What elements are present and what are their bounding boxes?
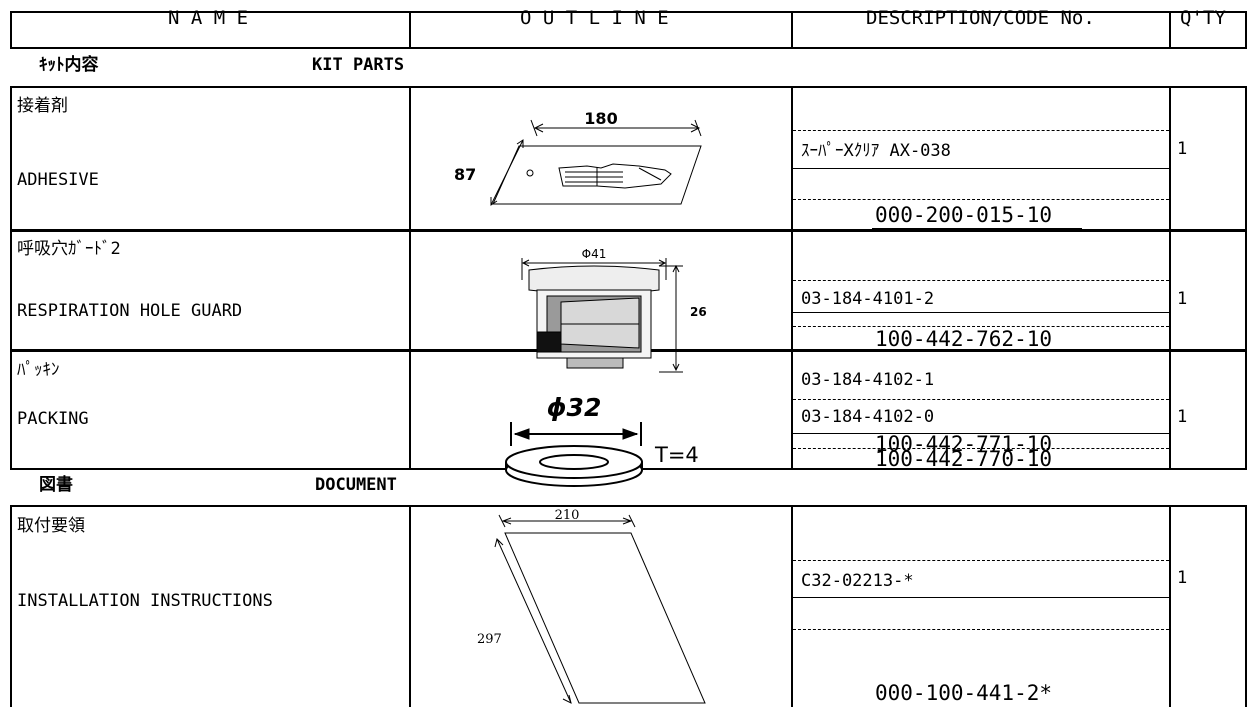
header-divider-1	[409, 11, 411, 49]
header-description: DESCRIPTION/CODE No.	[866, 7, 1095, 29]
header-left-border	[10, 11, 12, 49]
doc-block-divider-2	[791, 505, 793, 707]
row1-dash-2	[793, 199, 1169, 200]
kit-block-right-border	[1245, 86, 1247, 470]
row2-name-en: RESPIRATION HOLE GUARD	[17, 301, 243, 321]
header-divider-2	[791, 11, 793, 49]
kit-block-divider-1	[409, 86, 411, 470]
row3-code-3: 100-442-771-10	[875, 432, 1053, 456]
row2-code-1: 03-184-4101-2	[801, 289, 935, 309]
header-qty: Q'TY	[1180, 7, 1226, 29]
row3-solid-sep	[793, 433, 1169, 434]
doc-block-divider-1	[409, 505, 411, 707]
doc-block-divider-3	[1169, 505, 1171, 707]
row3-qty: 1	[1177, 407, 1188, 427]
row1-solid-sep	[793, 168, 1169, 169]
kit-block-top-border	[10, 86, 1246, 88]
kit-block-left-border	[10, 86, 12, 470]
row1-name-en: ADHESIVE	[17, 170, 99, 190]
row2-dash-2	[793, 326, 1169, 327]
section-document-jp: 図書	[39, 475, 73, 495]
respiration-guard-outline-drawing: Φ41 26	[521, 247, 707, 373]
row1-code-1: ｽｰﾊﾟｰXｸﾘｱ AX-038	[801, 141, 951, 161]
header-bottom-border	[10, 47, 1246, 49]
row1-code-2: 000-200-015-10	[875, 203, 1053, 227]
adhesive-outline-drawing: 180 87	[454, 109, 702, 206]
doc-block-right-border	[1245, 505, 1247, 707]
doc-block-left-border	[10, 505, 12, 707]
row1-dash-1	[793, 130, 1169, 131]
row1-name-jp: 接着剤	[17, 96, 68, 116]
section-kit-parts-en: KIT PARTS	[312, 55, 405, 75]
kit-block-divider-2	[791, 86, 793, 470]
respiration-guard-height-label: 26	[690, 305, 707, 319]
row4-solid-sep	[793, 597, 1169, 598]
row2-qty: 1	[1177, 289, 1188, 309]
header-name: N A M E	[168, 7, 249, 29]
row3-code-4: 100-442-770-10	[875, 447, 1053, 471]
row2-code-2: 100-442-762-10	[875, 327, 1053, 351]
kit-block-divider-3	[1169, 86, 1171, 470]
row3-name-en: PACKING	[17, 409, 89, 429]
section-kit-parts-jp: ｷｯﾄ内容	[39, 55, 99, 75]
instructions-outline-drawing: 210 297	[477, 508, 706, 704]
row3-dash-2	[793, 448, 1169, 449]
respiration-guard-diameter-label: Φ41	[582, 247, 607, 261]
adhesive-width-label: 180	[584, 109, 617, 128]
instructions-width-label: 210	[555, 508, 580, 523]
instructions-height-label: 297	[477, 632, 502, 647]
row2-name-jp: 呼吸穴ｶﾞｰﾄﾞ2	[17, 239, 121, 259]
row4-code-2: 000-100-441-2*	[875, 681, 1053, 705]
row1-code-2-underline	[872, 228, 1082, 229]
row4-code-1: C32-02213-*	[801, 571, 914, 591]
row2-dash-1	[793, 280, 1169, 281]
header-right-border	[1245, 11, 1247, 49]
row4-name-en: INSTALLATION INSTRUCTIONS	[17, 591, 273, 611]
adhesive-height-label: 87	[454, 165, 476, 184]
section-document-en: DOCUMENT	[315, 475, 397, 495]
doc-block-top-border	[10, 505, 1246, 507]
row3-code-2: 03-184-4102-0	[801, 407, 935, 427]
row3-dash-1	[793, 399, 1169, 400]
row1-bottom-border	[10, 229, 1246, 232]
packing-outline-drawing: ϕ32 T=4	[505, 393, 699, 487]
row3-code-1: 03-184-4102-1	[801, 370, 935, 390]
header-divider-3	[1169, 11, 1171, 49]
row3-name-jp: ﾊﾟｯｷﾝ	[17, 360, 60, 380]
row4-dash-1	[793, 560, 1169, 561]
header-outline: O U T L I N E	[520, 7, 669, 29]
row2-solid-sep	[793, 312, 1169, 313]
row4-name-jp: 取付要領	[17, 516, 85, 536]
row1-qty: 1	[1177, 139, 1188, 159]
row4-dash-2	[793, 629, 1169, 630]
packing-thickness-label: T=4	[654, 443, 699, 467]
table-top-border	[10, 11, 1246, 13]
packing-diameter-label: ϕ32	[547, 393, 602, 422]
row4-qty: 1	[1177, 568, 1188, 588]
